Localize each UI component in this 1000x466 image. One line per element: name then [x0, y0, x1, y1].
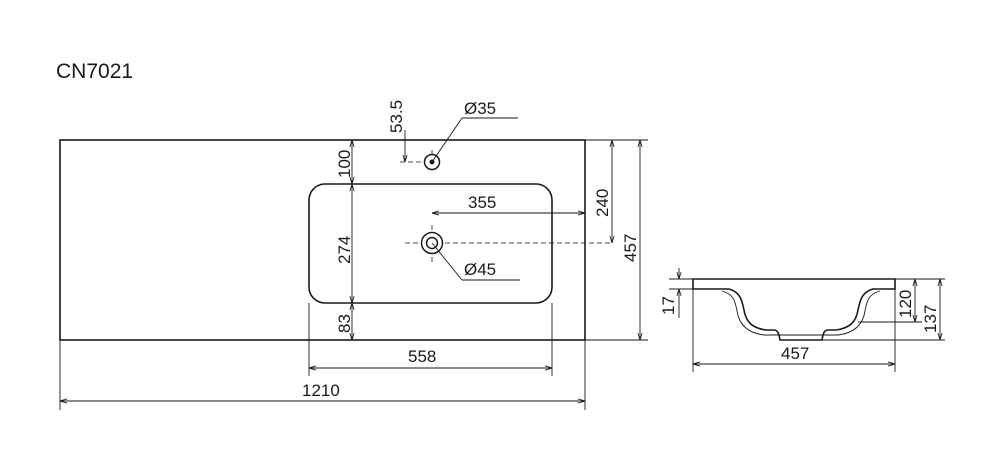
dim-section-457-label: 457 — [781, 344, 809, 363]
dim-274-label: 274 — [335, 236, 354, 264]
dim-137-label: 137 — [921, 305, 940, 333]
dim-83-label: 83 — [335, 314, 354, 333]
basin-section-inner — [721, 290, 881, 336]
dim-558-label: 558 — [408, 347, 436, 366]
tap-hole-diameter: Ø35 — [464, 99, 496, 118]
countertop-outline — [59, 139, 586, 341]
dim-120-label: 120 — [896, 290, 915, 318]
drain-hole-diameter: Ø45 — [464, 260, 496, 279]
dim-240-label: 240 — [593, 189, 612, 217]
model-title: CN7021 — [56, 60, 133, 83]
dim-355-label: 355 — [468, 193, 496, 212]
tap-leader — [431, 117, 463, 163]
basin-section-profile — [692, 278, 896, 341]
basin-bowl-outline — [308, 183, 553, 304]
dim-457-label: 457 — [621, 234, 640, 262]
dim-17-label: 17 — [659, 296, 678, 315]
dim-100-label: 100 — [335, 150, 354, 178]
dim-1210-label: 1210 — [302, 381, 340, 400]
drain-leader — [431, 242, 463, 281]
dim-53-5-label: 53.5 — [387, 100, 406, 133]
